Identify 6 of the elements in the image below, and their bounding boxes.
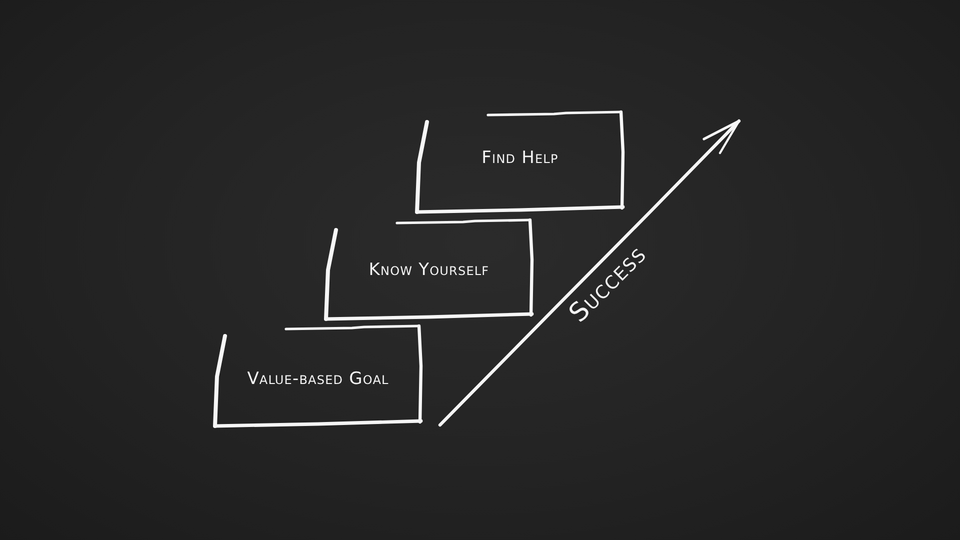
- step-label: Value-based Goal: [247, 368, 389, 388]
- step-box: [414, 110, 626, 215]
- step-box: [323, 218, 535, 322]
- step-label: Find Help: [482, 148, 558, 168]
- step-label: Know Yourself: [368, 260, 490, 280]
- step-box: [212, 324, 424, 429]
